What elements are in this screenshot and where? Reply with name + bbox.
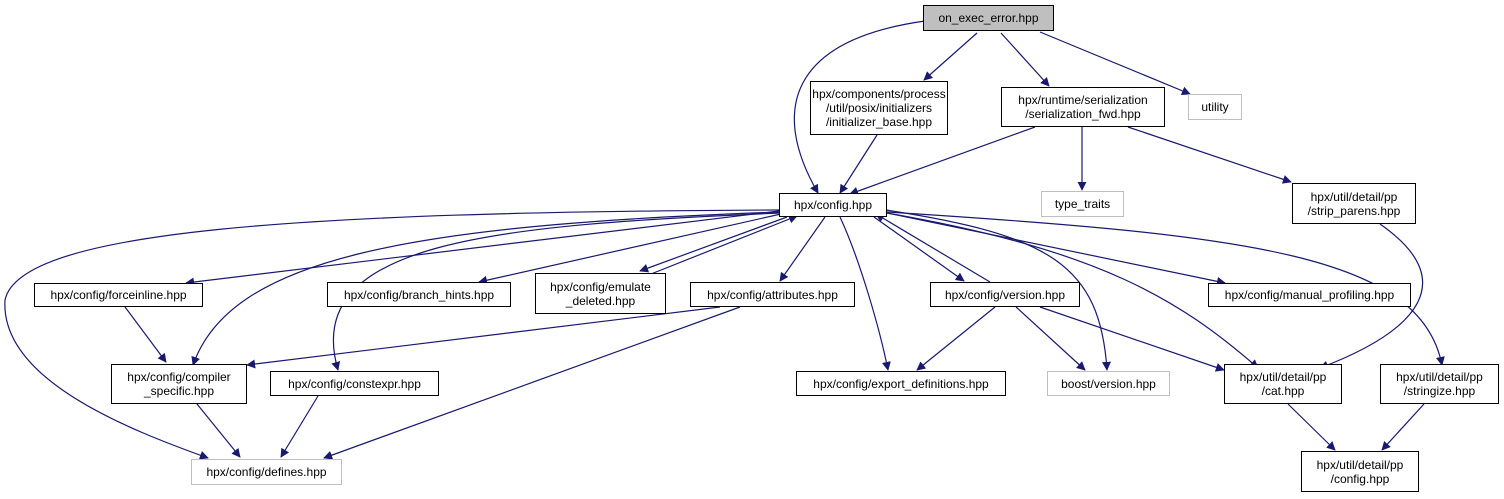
edge-constexpr-to-defines bbox=[280, 395, 319, 458]
edge-config-to-cat bbox=[886, 212, 1259, 369]
edge-serialization-fwd-to-config bbox=[849, 126, 1036, 196]
edge-config-to-constexpr bbox=[331, 212, 782, 371]
edge-config-to-compiler-specific bbox=[191, 211, 782, 366]
node-constexpr[interactable]: hpx/config/constexpr.hpp bbox=[270, 371, 439, 396]
node-type-traits: type_traits bbox=[1041, 191, 1124, 217]
edge-version-to-export-definitions bbox=[916, 306, 996, 371]
edge-root-to-initializer-base bbox=[923, 32, 978, 81]
edge-forceinline-to-compiler-specific bbox=[124, 306, 167, 363]
node-attributes[interactable]: hpx/config/attributes.hpp bbox=[690, 282, 855, 307]
edge-config-to-attributes bbox=[779, 216, 826, 282]
node-version[interactable]: hpx/config/version.hpp bbox=[930, 282, 1080, 307]
edge-config-to-stringize bbox=[886, 211, 1445, 366]
edge-compiler-specific-to-defines bbox=[196, 403, 241, 458]
edge-attributes-to-defines bbox=[323, 306, 741, 460]
edge-version-to-boost-version bbox=[1015, 306, 1086, 371]
edge-version-to-cat bbox=[1039, 306, 1225, 372]
edge-config-to-manual-profiling bbox=[886, 212, 1226, 286]
edge-initializer-base-to-config bbox=[839, 134, 878, 194]
node-pp-config[interactable]: hpx/util/detail/pp /config.hpp bbox=[1301, 451, 1419, 492]
edge-strip-parens-to-cat bbox=[1319, 223, 1424, 370]
edge-root-to-serialization-fwd bbox=[1000, 32, 1050, 87]
node-cat[interactable]: hpx/util/detail/pp /cat.hpp bbox=[1224, 364, 1342, 404]
edge-config-to-emulate-deleted bbox=[639, 216, 788, 273]
node-export-definitions[interactable]: hpx/config/export_definitions.hpp bbox=[796, 371, 1006, 396]
edge-config-to-branch-hints bbox=[478, 213, 782, 285]
node-stringize[interactable]: hpx/util/detail/pp /stringize.hpp bbox=[1380, 364, 1499, 404]
edge-config-to-export-definitions bbox=[839, 216, 891, 371]
node-config[interactable]: hpx/config.hpp bbox=[779, 193, 887, 217]
node-forceinline[interactable]: hpx/config/forceinline.hpp bbox=[34, 283, 203, 307]
edge-emulate-deleted-to-config bbox=[650, 214, 798, 275]
edge-config-to-forceinline bbox=[185, 210, 780, 287]
node-utility: utility bbox=[1188, 94, 1242, 120]
node-boost-version: boost/version.hpp bbox=[1047, 371, 1170, 396]
node-compiler-specific[interactable]: hpx/config/compiler _specific.hpp bbox=[111, 364, 247, 404]
edge-config-to-defines bbox=[4, 209, 780, 460]
node-manual-profiling[interactable]: hpx/config/manual_profiling.hpp bbox=[1208, 283, 1411, 307]
edge-root-to-config bbox=[793, 20, 926, 194]
node-serialization-fwd[interactable]: hpx/runtime/serialization /serialization… bbox=[1001, 87, 1165, 127]
edge-version-to-config bbox=[875, 213, 991, 283]
node-initializer-base[interactable]: hpx/components/process /util/posix/initi… bbox=[810, 81, 948, 135]
node-emulate-deleted[interactable]: hpx/config/emulate _deleted.hpp bbox=[535, 273, 666, 314]
node-strip-parens[interactable]: hpx/util/detail/pp /strip_parens.hpp bbox=[1292, 183, 1416, 224]
edge-config-to-boost-version bbox=[885, 209, 1111, 371]
node-on-exec-error: on_exec_error.hpp bbox=[923, 5, 1054, 31]
edge-root-to-utility bbox=[1039, 31, 1191, 96]
edge-stringize-to-pp-config bbox=[1381, 403, 1425, 451]
node-branch-hints[interactable]: hpx/config/branch_hints.hpp bbox=[327, 282, 511, 307]
edge-serialization-fwd-to-strip-parens bbox=[1127, 126, 1292, 184]
node-defines: hpx/config/defines.hpp bbox=[191, 459, 342, 485]
edge-config-to-version bbox=[873, 216, 965, 282]
edge-cat-to-pp-config bbox=[1287, 403, 1336, 451]
edge-attributes-to-compiler-specific bbox=[246, 306, 721, 369]
